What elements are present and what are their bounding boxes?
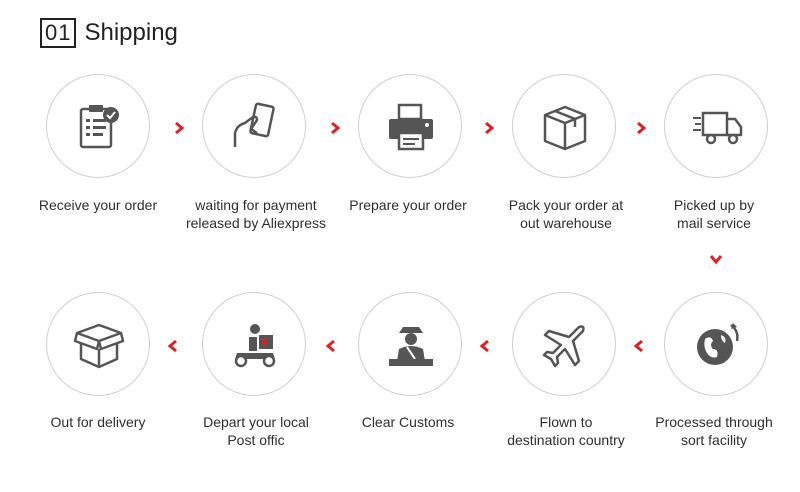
open-box-icon: [73, 323, 125, 369]
step-circle-flown: [512, 292, 616, 396]
airplane-icon: [542, 325, 585, 368]
chevron-left-icon: [632, 339, 646, 353]
chevron-down-icon: [709, 252, 723, 266]
chevron-left-icon: [478, 339, 492, 353]
section-header: 01 Shipping: [40, 16, 178, 50]
chevron-left-icon: [324, 339, 338, 353]
step-circle-pack: [512, 74, 616, 178]
step-label-delivery: Out for delivery: [50, 414, 146, 430]
step-circle-depart: [202, 292, 306, 396]
clipboard-check-icon: [79, 105, 119, 149]
step-circle-delivery: [46, 292, 150, 396]
hand-card-icon: [233, 102, 275, 147]
step-label-receive: Receive your order: [38, 197, 158, 213]
step-circle-customs: [358, 292, 462, 396]
section-number: 01: [40, 18, 77, 48]
printer-icon: [389, 103, 433, 151]
step-label-prepare: Prepare your order: [349, 197, 467, 213]
step-circle-sort: [664, 292, 768, 396]
step-circle-prepare: [358, 74, 462, 178]
step-circle-pickup: [664, 74, 768, 178]
chevron-right-icon: [172, 121, 186, 135]
step-circle-receive: [46, 74, 150, 178]
delivery-scooter-icon: [234, 324, 276, 368]
chevron-right-icon: [482, 121, 496, 135]
globe-icon: [697, 323, 739, 365]
chevron-right-icon: [634, 121, 648, 135]
section-title: Shipping: [84, 19, 178, 46]
box-icon: [543, 105, 587, 151]
customs-officer-icon: [389, 327, 433, 366]
chevron-left-icon: [166, 339, 180, 353]
truck-icon: [693, 111, 743, 145]
step-label-customs: Clear Customs: [361, 414, 455, 430]
chevron-right-icon: [328, 121, 342, 135]
step-circle-payment: [202, 74, 306, 178]
